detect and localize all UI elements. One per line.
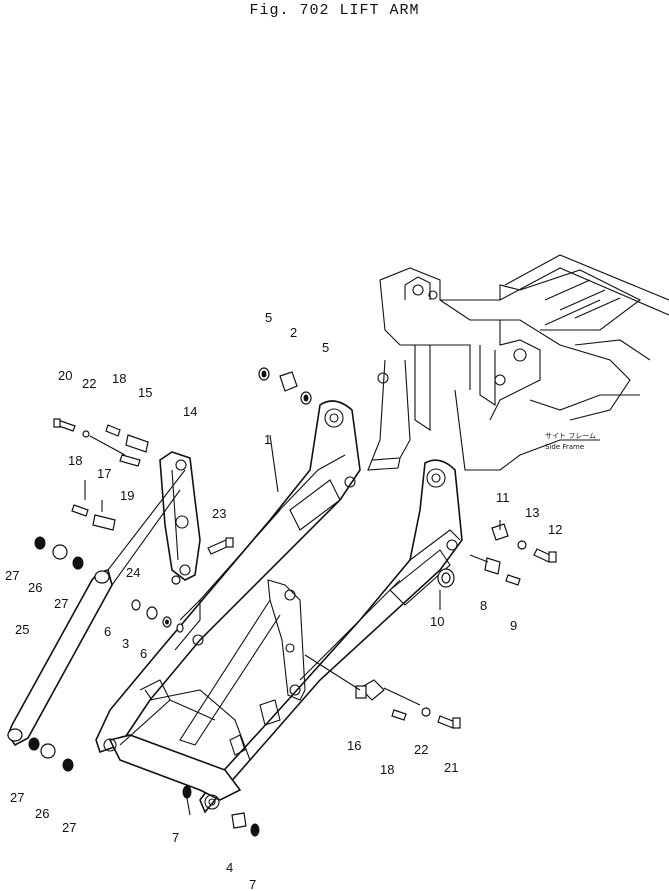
callout-18-upper: 18 bbox=[112, 371, 126, 386]
callout-4: 4 bbox=[226, 860, 233, 875]
callout-26-lower: 26 bbox=[35, 806, 49, 821]
bellcrank-14 bbox=[159, 451, 306, 746]
callout-26-upper: 26 bbox=[28, 580, 42, 595]
bushing-2 bbox=[279, 371, 298, 392]
callout-16: 16 bbox=[347, 738, 361, 753]
figure-title: Fig. 702 LIFT ARM bbox=[249, 2, 420, 19]
callout-10: 10 bbox=[430, 614, 444, 629]
callout-27-d: 27 bbox=[62, 820, 76, 835]
callout-13: 13 bbox=[525, 505, 539, 520]
callout-6-left: 6 bbox=[104, 624, 111, 639]
callout-22-lower: 22 bbox=[414, 742, 428, 757]
callout-22-upper: 22 bbox=[82, 376, 96, 391]
callout-1: 1 bbox=[264, 432, 271, 447]
link-rod-25 bbox=[7, 469, 186, 747]
callout-18-middle: 18 bbox=[68, 453, 82, 468]
callout-23: 23 bbox=[212, 506, 226, 521]
callout-11: 11 bbox=[496, 490, 510, 505]
callout-7-right: 7 bbox=[249, 877, 256, 891]
callout-18-lower: 18 bbox=[380, 762, 394, 777]
callout-20: 20 bbox=[58, 368, 72, 383]
callout-12: 12 bbox=[548, 522, 562, 537]
side-frame: サイト フレーム Side Frame bbox=[367, 254, 669, 471]
callout-2: 2 bbox=[290, 325, 297, 340]
callout-8: 8 bbox=[480, 598, 487, 613]
callout-25: 25 bbox=[15, 622, 29, 637]
callout-27-b: 27 bbox=[54, 596, 68, 611]
callout-24: 24 bbox=[126, 565, 140, 580]
callout-14: 14 bbox=[183, 404, 197, 419]
side-frame-label-en: Side Frame bbox=[545, 443, 584, 451]
small-parts bbox=[28, 367, 557, 837]
side-frame-label-jp: サイト フレーム bbox=[545, 432, 596, 440]
callout-7-left: 7 bbox=[172, 830, 179, 845]
callout-3: 3 bbox=[122, 636, 129, 651]
lift-arm-assembly bbox=[95, 400, 463, 814]
callout-5-top-right: 5 bbox=[322, 340, 329, 355]
callout-15: 15 bbox=[138, 385, 152, 400]
callout-21: 21 bbox=[444, 760, 458, 775]
callout-27-a: 27 bbox=[5, 568, 19, 583]
callout-5-top-left: 5 bbox=[265, 310, 272, 325]
callout-19: 19 bbox=[120, 488, 134, 503]
callout-27-c: 27 bbox=[10, 790, 24, 805]
callout-17: 17 bbox=[97, 466, 111, 481]
callout-9: 9 bbox=[510, 618, 517, 633]
callout-labels: 5 2 5 1 20 22 18 15 14 19 18 17 23 24 27… bbox=[5, 310, 562, 891]
callout-6-right: 6 bbox=[140, 646, 147, 661]
